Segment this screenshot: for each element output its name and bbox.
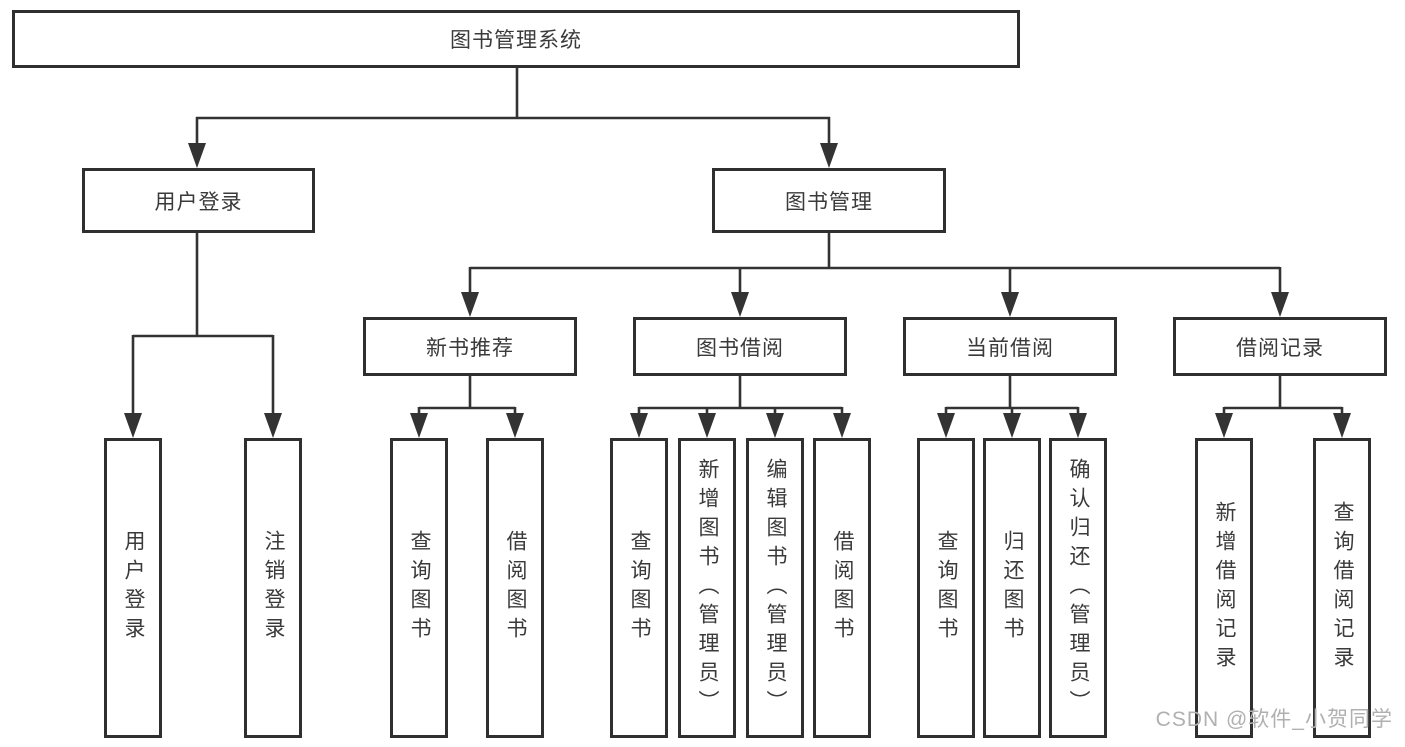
node-root-label: 图书管理系统 (450, 29, 582, 52)
node-user-login-label: 用户登录 (154, 190, 243, 214)
node-user-login: 用户登录 (82, 168, 315, 233)
node-leaf-cb-confirm-return: 确认归还（管理员） (1049, 438, 1107, 738)
arrowhead (264, 413, 282, 438)
arrowhead (1271, 292, 1289, 317)
node-leaf-cb-query-books-label: 查询图书 (935, 530, 958, 646)
node-leaf-bb-borrow-books-label: 借阅图书 (831, 530, 854, 646)
node-leaf-br-add-record-label: 新增借阅记录 (1213, 501, 1236, 675)
node-leaf-bb-add-books: 新增图书（管理员） (678, 438, 736, 738)
arrowhead (506, 413, 524, 438)
node-current-borrow-label: 当前借阅 (966, 336, 1054, 360)
node-leaf-bb-edit-books: 编辑图书（管理员） (746, 438, 804, 738)
node-leaf-bb-query-books: 查询图书 (610, 438, 668, 738)
arrowhead (188, 143, 206, 168)
arrowhead (820, 143, 838, 168)
node-new-book-rec-label: 新书推荐 (426, 336, 514, 360)
node-leaf-cb-return-books: 归还图书 (983, 438, 1041, 738)
node-book-borrow-label: 图书借阅 (696, 336, 784, 360)
node-leaf-user-login-label: 用户登录 (122, 530, 145, 646)
arrowhead (461, 292, 479, 317)
node-leaf-cb-confirm-return-label: 确认归还（管理员） (1067, 457, 1090, 719)
node-leaf-logout-label: 注销登录 (262, 530, 285, 646)
arrowhead (410, 413, 428, 438)
node-leaf-nbr-query-books: 查询图书 (390, 438, 448, 738)
node-book-mgmt-label: 图书管理 (785, 190, 873, 214)
arrowhead (731, 292, 749, 317)
node-borrow-records-label: 借阅记录 (1236, 336, 1324, 360)
arrowhead (766, 413, 784, 438)
node-new-book-rec: 新书推荐 (363, 317, 577, 376)
arrowhead (124, 413, 142, 438)
node-root: 图书管理系统 (12, 10, 1020, 68)
node-leaf-nbr-borrow-books-label: 借阅图书 (504, 530, 527, 646)
node-leaf-cb-query-books: 查询图书 (917, 438, 975, 738)
node-leaf-bb-edit-books-label: 编辑图书（管理员） (764, 457, 787, 719)
arrowhead (1069, 413, 1087, 438)
arrowhead (1003, 413, 1021, 438)
arrowhead (833, 413, 851, 438)
node-leaf-bb-add-books-label: 新增图书（管理员） (696, 457, 719, 719)
arrowhead (630, 413, 648, 438)
arrowhead (1333, 413, 1351, 438)
arrowhead (937, 413, 955, 438)
node-leaf-bb-query-books-label: 查询图书 (628, 530, 651, 646)
csdn-watermark: CSDN @软件_小贺同学 (1155, 708, 1393, 731)
arrowhead (1001, 292, 1019, 317)
node-leaf-user-login: 用户登录 (104, 438, 162, 738)
node-borrow-records: 借阅记录 (1173, 317, 1387, 376)
node-leaf-logout: 注销登录 (244, 438, 302, 738)
arrowhead (698, 413, 716, 438)
node-leaf-br-query-record: 查询借阅记录 (1313, 438, 1371, 738)
node-leaf-bb-borrow-books: 借阅图书 (813, 438, 871, 738)
arrowhead (1215, 413, 1233, 438)
node-leaf-br-add-record: 新增借阅记录 (1195, 438, 1253, 738)
node-leaf-cb-return-books-label: 归还图书 (1001, 530, 1024, 646)
node-book-borrow: 图书借阅 (633, 317, 847, 376)
node-leaf-br-query-record-label: 查询借阅记录 (1331, 501, 1354, 675)
node-leaf-nbr-borrow-books: 借阅图书 (486, 438, 544, 738)
node-book-mgmt: 图书管理 (712, 168, 946, 233)
node-current-borrow: 当前借阅 (903, 317, 1117, 376)
node-leaf-nbr-query-books-label: 查询图书 (408, 530, 431, 646)
